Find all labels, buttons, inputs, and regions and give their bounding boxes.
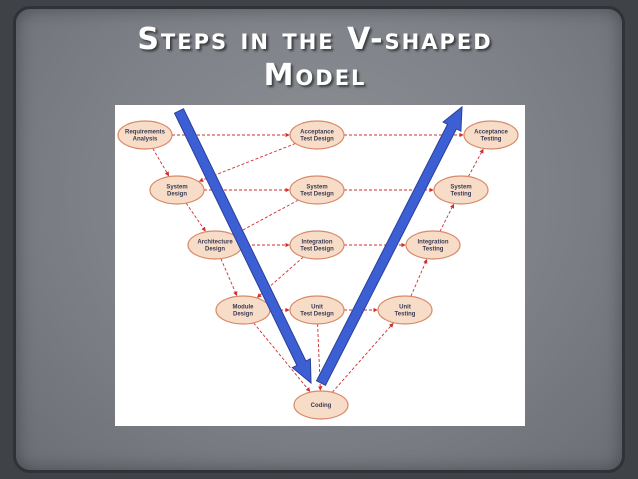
node-sys-label-1: System bbox=[166, 185, 187, 191]
node-it-label-1: Integration bbox=[418, 240, 449, 246]
node-it-label-2: Testing bbox=[423, 247, 444, 253]
node-atd-label-1: Acceptance bbox=[300, 130, 334, 136]
node-at-label-2: Testing bbox=[481, 137, 502, 143]
edge-code-to-ut bbox=[331, 322, 394, 393]
node-sys-shape bbox=[149, 175, 205, 205]
node-mod-label-2: Design bbox=[233, 312, 253, 318]
node-st-shape bbox=[433, 175, 489, 205]
node-utd-shape bbox=[289, 295, 345, 325]
node-req-shape bbox=[117, 120, 173, 150]
node-arch-label-2: Design bbox=[205, 247, 225, 253]
node-code: Coding bbox=[293, 390, 349, 420]
node-at-label-1: Acceptance bbox=[474, 130, 508, 136]
v-model-diagram-canvas: RequirementsAnalysisSystemDesignArchitec… bbox=[117, 105, 519, 420]
node-at-shape bbox=[463, 120, 519, 150]
edge-req-to-sys bbox=[152, 148, 170, 177]
node-itd-label-2: Test Design bbox=[300, 247, 334, 253]
edge-st-to-at bbox=[467, 148, 484, 177]
edge-it-to-st bbox=[439, 203, 455, 232]
node-std-shape bbox=[289, 175, 345, 205]
node-std-label-2: Test Design bbox=[300, 192, 334, 198]
node-st-label-1: System bbox=[450, 185, 471, 191]
node-sys-label-2: Design bbox=[167, 192, 187, 198]
node-it-shape bbox=[405, 230, 461, 260]
node-ut-shape bbox=[377, 295, 433, 325]
edge-ut-to-it bbox=[410, 258, 428, 297]
edge-arch-to-mod bbox=[220, 258, 238, 297]
slide-title: Steps in the V-shaped Model bbox=[90, 22, 540, 94]
downward-blue-arrow bbox=[173, 108, 312, 385]
node-ut-label-1: Unit bbox=[399, 305, 411, 311]
node-req-label-2: Analysis bbox=[133, 137, 158, 143]
slide-title-line-1: Steps in the V-shaped bbox=[137, 22, 493, 57]
node-st-label-2: Testing bbox=[451, 192, 472, 198]
node-atd-shape bbox=[289, 120, 345, 150]
edge-sys-to-arch bbox=[185, 202, 206, 232]
upward-blue-arrow bbox=[315, 105, 463, 386]
node-itd-shape bbox=[289, 230, 345, 260]
slide-title-line-2: Model bbox=[263, 58, 367, 93]
node-utd-label-1: Unit bbox=[311, 305, 323, 311]
node-itd-label-1: Integration bbox=[302, 240, 333, 246]
node-req-label-1: Requirements bbox=[125, 130, 166, 136]
node-mod-label-1: Module bbox=[233, 305, 255, 311]
node-code-label-1: Coding bbox=[311, 403, 332, 409]
node-atd-label-2: Test Design bbox=[300, 137, 334, 143]
node-ut-label-2: Testing bbox=[395, 312, 416, 318]
node-arch-label-1: Architecture bbox=[197, 240, 233, 246]
node-utd-label-2: Test Design bbox=[300, 312, 334, 318]
node-std-label-1: System bbox=[306, 185, 327, 191]
edge-std-to-arch bbox=[233, 199, 299, 235]
node-code-shape bbox=[293, 390, 349, 420]
